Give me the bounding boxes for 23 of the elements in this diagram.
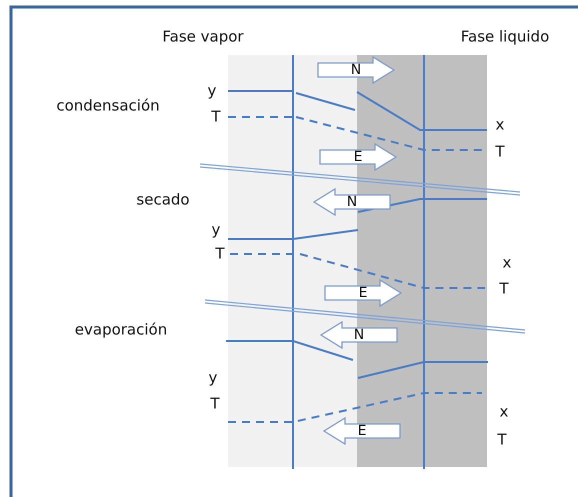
- block-arrow: E: [323, 417, 401, 445]
- variable-label: x: [496, 118, 504, 132]
- variable-label: y: [208, 370, 218, 386]
- variable-label: T: [495, 144, 505, 160]
- block-arrow: E: [324, 279, 402, 307]
- variable-label: T: [215, 246, 225, 262]
- process-label: condensación: [56, 98, 160, 114]
- variable-label: x: [502, 256, 512, 270]
- block-arrow: N: [313, 188, 391, 216]
- block-arrow: E: [319, 143, 397, 171]
- block-arrow: N: [320, 321, 398, 349]
- process-label: evaporación: [74, 322, 168, 338]
- variable-label: y: [208, 84, 216, 98]
- phase-heading: Fase liquido: [460, 30, 550, 44]
- phase-heading: Fase vapor: [162, 30, 244, 44]
- process-label: secado: [136, 192, 190, 208]
- variable-label: T: [499, 282, 509, 296]
- block-arrow: N: [317, 56, 395, 84]
- variable-label: T: [497, 432, 507, 448]
- variable-label: T: [210, 396, 220, 412]
- variable-label: x: [500, 404, 508, 420]
- variable-label: y: [212, 222, 220, 238]
- variable-label: T: [211, 110, 221, 124]
